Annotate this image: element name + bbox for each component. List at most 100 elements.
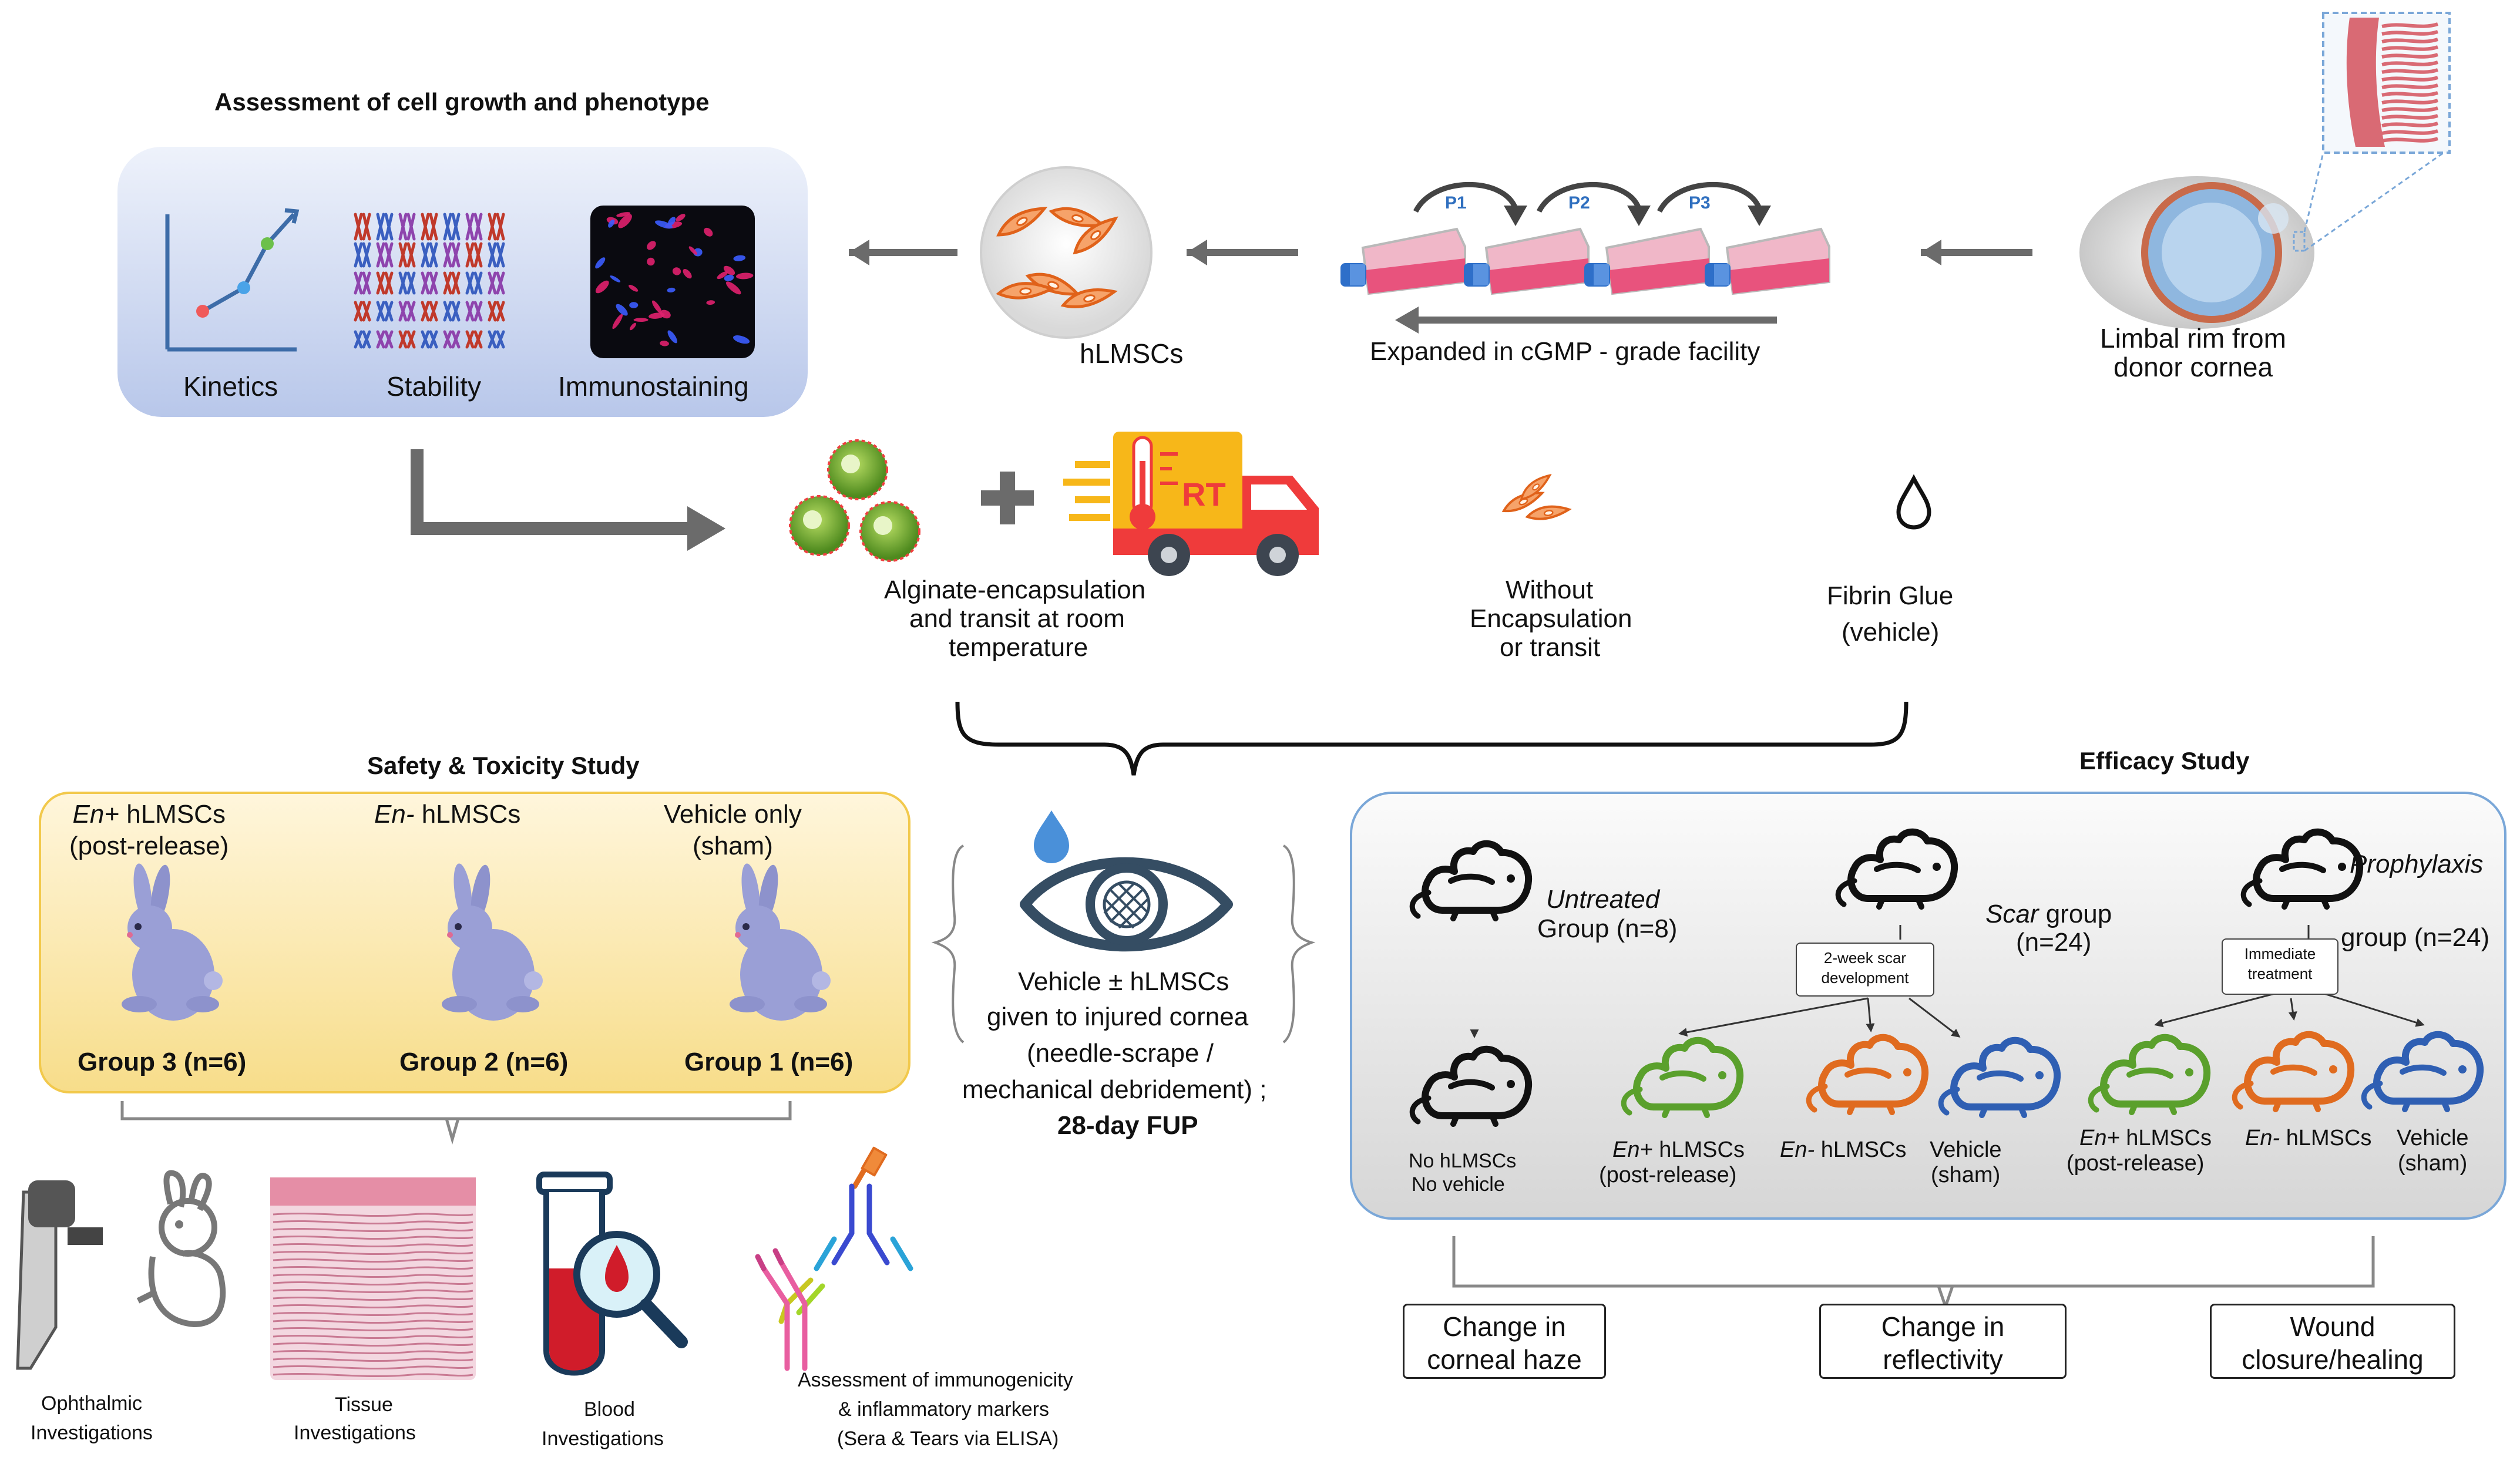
stain-spot (672, 267, 681, 275)
passage-p3: P3 (1689, 193, 1711, 213)
immuno-label-1: Assessment of immunogenicity (798, 1369, 1073, 1391)
scar-post-release-label: (post-release) (1599, 1163, 1737, 1187)
outcome-wound-closure: Wound closure/healing (2210, 1304, 2455, 1379)
limbal-fringe-strand (2381, 76, 2438, 82)
hlmscs-text: hLMSCs (119, 800, 226, 829)
stain-spot (649, 312, 665, 319)
en-plus-text: En+ (1612, 1137, 1653, 1162)
stain-spot (683, 268, 692, 279)
without-label-3: or transit (1500, 633, 1601, 662)
fibrin-glue-drop-icon (1896, 474, 1931, 530)
tissue-fiber (273, 1266, 473, 1271)
post-release-text: (post-release) (69, 831, 229, 860)
immuno-label-3: (Sera & Tears via ELISA) (837, 1428, 1059, 1450)
limbal-fringe-strand (2381, 106, 2438, 112)
free-cells-icon (1501, 470, 1570, 521)
limbal-fringe-strand (2381, 114, 2438, 120)
stain-spot (667, 330, 677, 344)
stain-spot (629, 322, 636, 331)
en-minus-text: En- (2245, 1126, 2280, 1150)
passage-p1: P1 (1445, 193, 1467, 213)
group1-label: Group 1 (n=6) (684, 1048, 854, 1076)
outcome-1-line2: corneal haze (1427, 1344, 1582, 1375)
chromosome-glyph (443, 301, 461, 322)
passage-p2: P2 (1568, 193, 1590, 213)
vehicle-only-text: Vehicle only (664, 800, 802, 829)
delivery-truck-icon (1063, 432, 1319, 576)
en-minus-text: En- (374, 800, 415, 829)
stain-spot (676, 214, 686, 221)
hlmscs-text: hLMSCs (1815, 1137, 1907, 1162)
tissue-label-1: Tissue (335, 1394, 393, 1416)
vehicle-label-1: Fibrin Glue (1827, 581, 1954, 610)
donor-cornea-icon (2079, 12, 2451, 329)
stain-spot (647, 241, 656, 250)
chromosome-glyph (354, 330, 371, 349)
chromosome-glyph (421, 242, 438, 268)
outcome-3-line1: Wound (2290, 1311, 2375, 1342)
outcome-1-line1: Change in (1443, 1311, 1566, 1342)
stain-spot (616, 212, 631, 217)
without-label-2: Encapsulation (1470, 604, 1632, 633)
chromosome-glyph (376, 271, 394, 295)
limbal-fringe-strand (2381, 22, 2438, 28)
stain-spot (633, 318, 649, 322)
safety-group2-header: En- hLMSCs (374, 799, 520, 830)
tissue-fiber (273, 1220, 473, 1225)
left-brace (931, 844, 965, 1044)
immuno-label-2: & inflammatory markers (838, 1398, 1049, 1421)
prophylaxis-label: Prophylaxis (2350, 850, 2484, 879)
treated-eye-icon (1020, 810, 1233, 952)
tissue-fiber (273, 1349, 473, 1355)
sham-text: (sham) (692, 831, 773, 860)
ophthalmic-label-2: Investigations (31, 1422, 153, 1444)
proph-en-plus-label: En+ hLMSCs (2079, 1125, 2212, 1152)
treatment-line-5: 28-day FUP (1057, 1111, 1198, 1140)
no-hlmscs-label: No hLMSCs (1409, 1150, 1517, 1172)
en-plus-text: En+ (72, 800, 119, 829)
tissue-fiber (273, 1296, 473, 1301)
limbal-fringe-strand (2381, 83, 2438, 89)
encapsulation-label-3: temperature (949, 633, 1088, 662)
tissue-fiber (273, 1334, 473, 1340)
no-vehicle-label: No vehicle (1412, 1173, 1505, 1196)
outcome-2-line2: reflectivity (1883, 1344, 2003, 1375)
stain-spot (629, 284, 639, 292)
tissue-fiber (273, 1235, 473, 1240)
stain-spot (667, 287, 676, 293)
stain-spot (660, 341, 669, 346)
chromosome-glyph (354, 213, 371, 241)
stain-spot (724, 274, 734, 281)
chromosome-glyph (465, 271, 483, 295)
stability-label: Stability (387, 371, 482, 402)
encapsulation-label-2: and transit at room (909, 604, 1125, 633)
limbal-fringe-strand (2381, 68, 2438, 74)
tissue-fiber (273, 1365, 473, 1370)
immediate-treatment-box: Immediate treatment (2222, 938, 2338, 995)
tissue-fiber (273, 1288, 473, 1294)
treatment-line-4: mechanical debridement) ; (962, 1075, 1267, 1104)
stain-spot (733, 335, 750, 344)
stain-spot (618, 214, 632, 228)
stain-spot (608, 219, 615, 228)
stain-spot (688, 246, 697, 255)
stain-spot (616, 304, 628, 316)
chromosome-glyph (488, 330, 505, 349)
chromosome-glyph (443, 242, 461, 268)
scar-sham-label: (sham) (1931, 1163, 2001, 1187)
stain-spot (651, 300, 662, 314)
scar-development-box: 2-week scar development (1796, 943, 1934, 997)
tissue-fiber (273, 1357, 473, 1362)
chromosome-glyph (398, 301, 416, 322)
efficacy-title: Efficacy Study (2079, 747, 2250, 775)
limbal-fringe-strand (2381, 60, 2438, 66)
chromosome-glyph (398, 242, 416, 268)
stain-spot (704, 227, 713, 237)
chromosome-glyph (376, 330, 394, 349)
hlmscs-text: hLMSCs (414, 800, 521, 829)
limbal-fringe-strand (2381, 45, 2438, 51)
chromosome-glyph (488, 271, 505, 295)
group2-label: Group 2 (n=6) (399, 1048, 569, 1076)
stain-spot (595, 257, 606, 269)
